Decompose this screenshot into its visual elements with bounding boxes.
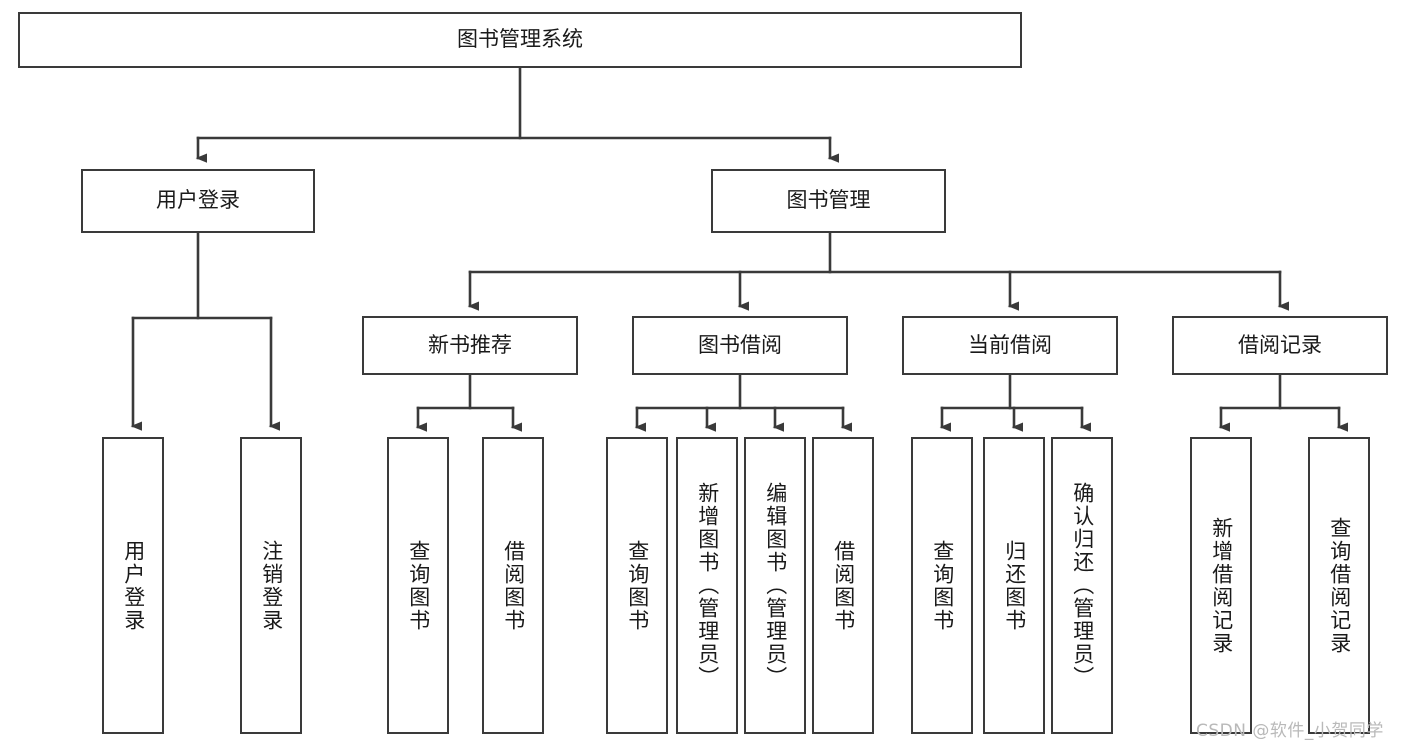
node-leaf-query-book-cur[interactable]: 查询图书	[911, 437, 973, 734]
node-leaf-logout[interactable]: 注销登录	[240, 437, 302, 734]
node-leaf-borrow-book-brw[interactable]: 借阅图书	[812, 437, 874, 734]
node-new-book-recommend[interactable]: 新书推荐	[362, 316, 578, 375]
node-leaf-return-book-label: 归还图书	[1002, 539, 1027, 632]
node-borrow-record[interactable]: 借阅记录	[1172, 316, 1388, 375]
node-book-manage[interactable]: 图书管理	[711, 169, 946, 233]
node-leaf-add-record-label: 新增借阅记录	[1209, 516, 1234, 655]
node-leaf-query-book-rec[interactable]: 查询图书	[387, 437, 449, 734]
node-leaf-borrow-book-rec[interactable]: 借阅图书	[482, 437, 544, 734]
node-current-borrow[interactable]: 当前借阅	[902, 316, 1118, 375]
node-leaf-confirm-return[interactable]: 确认归还（管理员）	[1051, 437, 1113, 734]
node-leaf-edit-book-label: 编辑图书（管理员）	[763, 482, 788, 689]
node-leaf-borrow-book-brw-label: 借阅图书	[831, 539, 856, 632]
node-leaf-query-record-label: 查询借阅记录	[1327, 516, 1352, 655]
node-root-label: 图书管理系统	[457, 27, 583, 52]
node-leaf-user-login[interactable]: 用户登录	[102, 437, 164, 734]
node-leaf-edit-book[interactable]: 编辑图书（管理员）	[744, 437, 806, 734]
node-leaf-query-book-brw-label: 查询图书	[625, 539, 650, 632]
node-leaf-add-book[interactable]: 新增图书（管理员）	[676, 437, 738, 734]
csdn-watermark: CSDN @软件_小贺同学	[1196, 721, 1384, 741]
node-leaf-borrow-book-rec-label: 借阅图书	[501, 539, 526, 632]
node-root[interactable]: 图书管理系统	[18, 12, 1022, 68]
node-book-manage-label: 图书管理	[786, 188, 871, 213]
node-leaf-return-book[interactable]: 归还图书	[983, 437, 1045, 734]
node-book-borrow-label: 图书借阅	[698, 332, 782, 357]
node-leaf-query-book-cur-label: 查询图书	[930, 539, 955, 632]
node-borrow-record-label: 借阅记录	[1238, 332, 1322, 357]
node-leaf-add-book-label: 新增图书（管理员）	[695, 482, 720, 689]
node-leaf-user-login-label: 用户登录	[121, 539, 146, 632]
node-current-borrow-label: 当前借阅	[968, 332, 1052, 357]
node-leaf-confirm-return-label: 确认归还（管理员）	[1070, 482, 1095, 689]
node-book-borrow[interactable]: 图书借阅	[632, 316, 848, 375]
node-leaf-logout-label: 注销登录	[259, 539, 284, 632]
node-user-login-label: 用户登录	[156, 188, 240, 213]
node-leaf-query-record[interactable]: 查询借阅记录	[1308, 437, 1370, 734]
node-leaf-query-book-brw[interactable]: 查询图书	[606, 437, 668, 734]
node-new-book-recommend-label: 新书推荐	[428, 332, 512, 357]
node-user-login[interactable]: 用户登录	[81, 169, 315, 233]
node-leaf-query-book-rec-label: 查询图书	[406, 539, 431, 632]
node-leaf-add-record[interactable]: 新增借阅记录	[1190, 437, 1252, 734]
